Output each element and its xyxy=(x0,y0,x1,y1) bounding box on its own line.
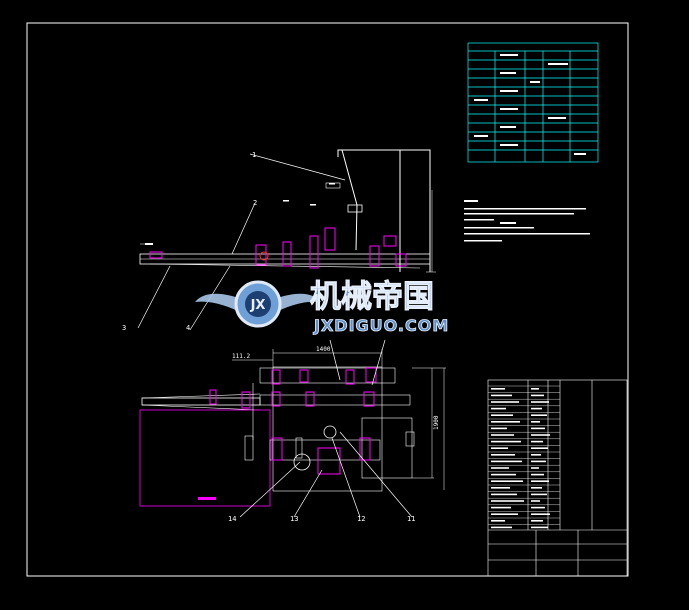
bom-cell-text xyxy=(531,414,547,416)
leader-label-14: 14 xyxy=(228,515,236,523)
bom-row-text xyxy=(491,388,550,529)
bom-cell-text xyxy=(531,407,542,410)
bom-cell-text xyxy=(491,454,515,456)
bom-cell-text xyxy=(491,480,523,482)
bom-cell-text xyxy=(491,473,516,476)
bom-cell-text xyxy=(491,407,506,410)
bom-cell-text xyxy=(531,434,550,436)
leader-label-4: 4 xyxy=(186,324,190,332)
plan-view xyxy=(139,349,446,507)
bom-cell-text xyxy=(491,421,520,423)
bom-cell-text xyxy=(491,440,521,443)
bom-cell-text xyxy=(491,500,524,502)
leader-label-2: 2 xyxy=(253,199,257,207)
bom-cell-text xyxy=(531,388,539,390)
bom-cell-text xyxy=(531,473,544,476)
bom-cell-text xyxy=(491,460,522,463)
bom-cell-text xyxy=(531,506,545,509)
bom-cell-text xyxy=(491,526,512,529)
bom-cell-text xyxy=(531,440,543,443)
parameter-table-fill xyxy=(474,54,586,155)
emblem-text: JX xyxy=(250,298,266,313)
bom-cell-text xyxy=(531,480,549,482)
bom-cell-text xyxy=(491,467,509,469)
parameter-table xyxy=(467,42,599,163)
technical-notes xyxy=(464,200,590,242)
bom-cell-text xyxy=(491,520,505,522)
bom-cell-text xyxy=(491,447,508,449)
dimension-width: 1400 xyxy=(316,346,331,353)
bom-cell-text xyxy=(531,394,544,397)
bom-cell-text xyxy=(531,467,539,469)
dimension-height: 1900 xyxy=(433,415,440,430)
bom-cell-text xyxy=(531,513,550,515)
watermark-latin: JXDIGUO.COM xyxy=(313,316,449,335)
bom-cell-text xyxy=(491,394,512,397)
bom-cell-text xyxy=(491,401,519,403)
bom-cell-text xyxy=(491,513,518,515)
leader-label-3: 3 xyxy=(122,324,126,332)
leader-label-1: 1 xyxy=(252,151,256,159)
leader-lines-bottom xyxy=(239,339,413,518)
bom-cell-text xyxy=(491,434,514,436)
bom-cell-text xyxy=(531,454,541,456)
bom-cell-text xyxy=(491,506,511,509)
bom-cell-text xyxy=(531,526,548,529)
leader-label-13: 13 xyxy=(290,515,298,523)
bom-cell-text xyxy=(531,460,546,463)
bom-cell-text xyxy=(491,388,505,390)
bom-cell-text xyxy=(531,447,548,449)
bom-cell-text xyxy=(531,520,543,522)
bom-cell-text xyxy=(491,414,513,416)
bom-cell-text xyxy=(531,401,549,403)
bom-cell-text xyxy=(531,500,540,502)
bom-cell-text xyxy=(491,487,510,489)
leader-label-12: 12 xyxy=(357,515,365,523)
watermark-chinese: 机械帝国 xyxy=(310,279,434,315)
bom-row-lines xyxy=(488,385,560,525)
bom-cell-text xyxy=(531,487,542,489)
leader-label-11: 11 xyxy=(407,515,415,523)
bom-cell-text xyxy=(531,427,545,430)
bom-cell-text xyxy=(531,421,540,423)
dimension-small: 111.2 xyxy=(232,353,250,360)
watermark: JX 机械帝国 JXDIGUO.COM xyxy=(195,279,449,335)
bom-cell-text xyxy=(531,493,547,496)
bill-of-materials xyxy=(487,379,628,577)
bom-cell-text xyxy=(491,427,507,430)
side-view xyxy=(139,149,436,273)
outer-frame xyxy=(26,22,629,577)
bom-cell-text xyxy=(491,493,517,496)
